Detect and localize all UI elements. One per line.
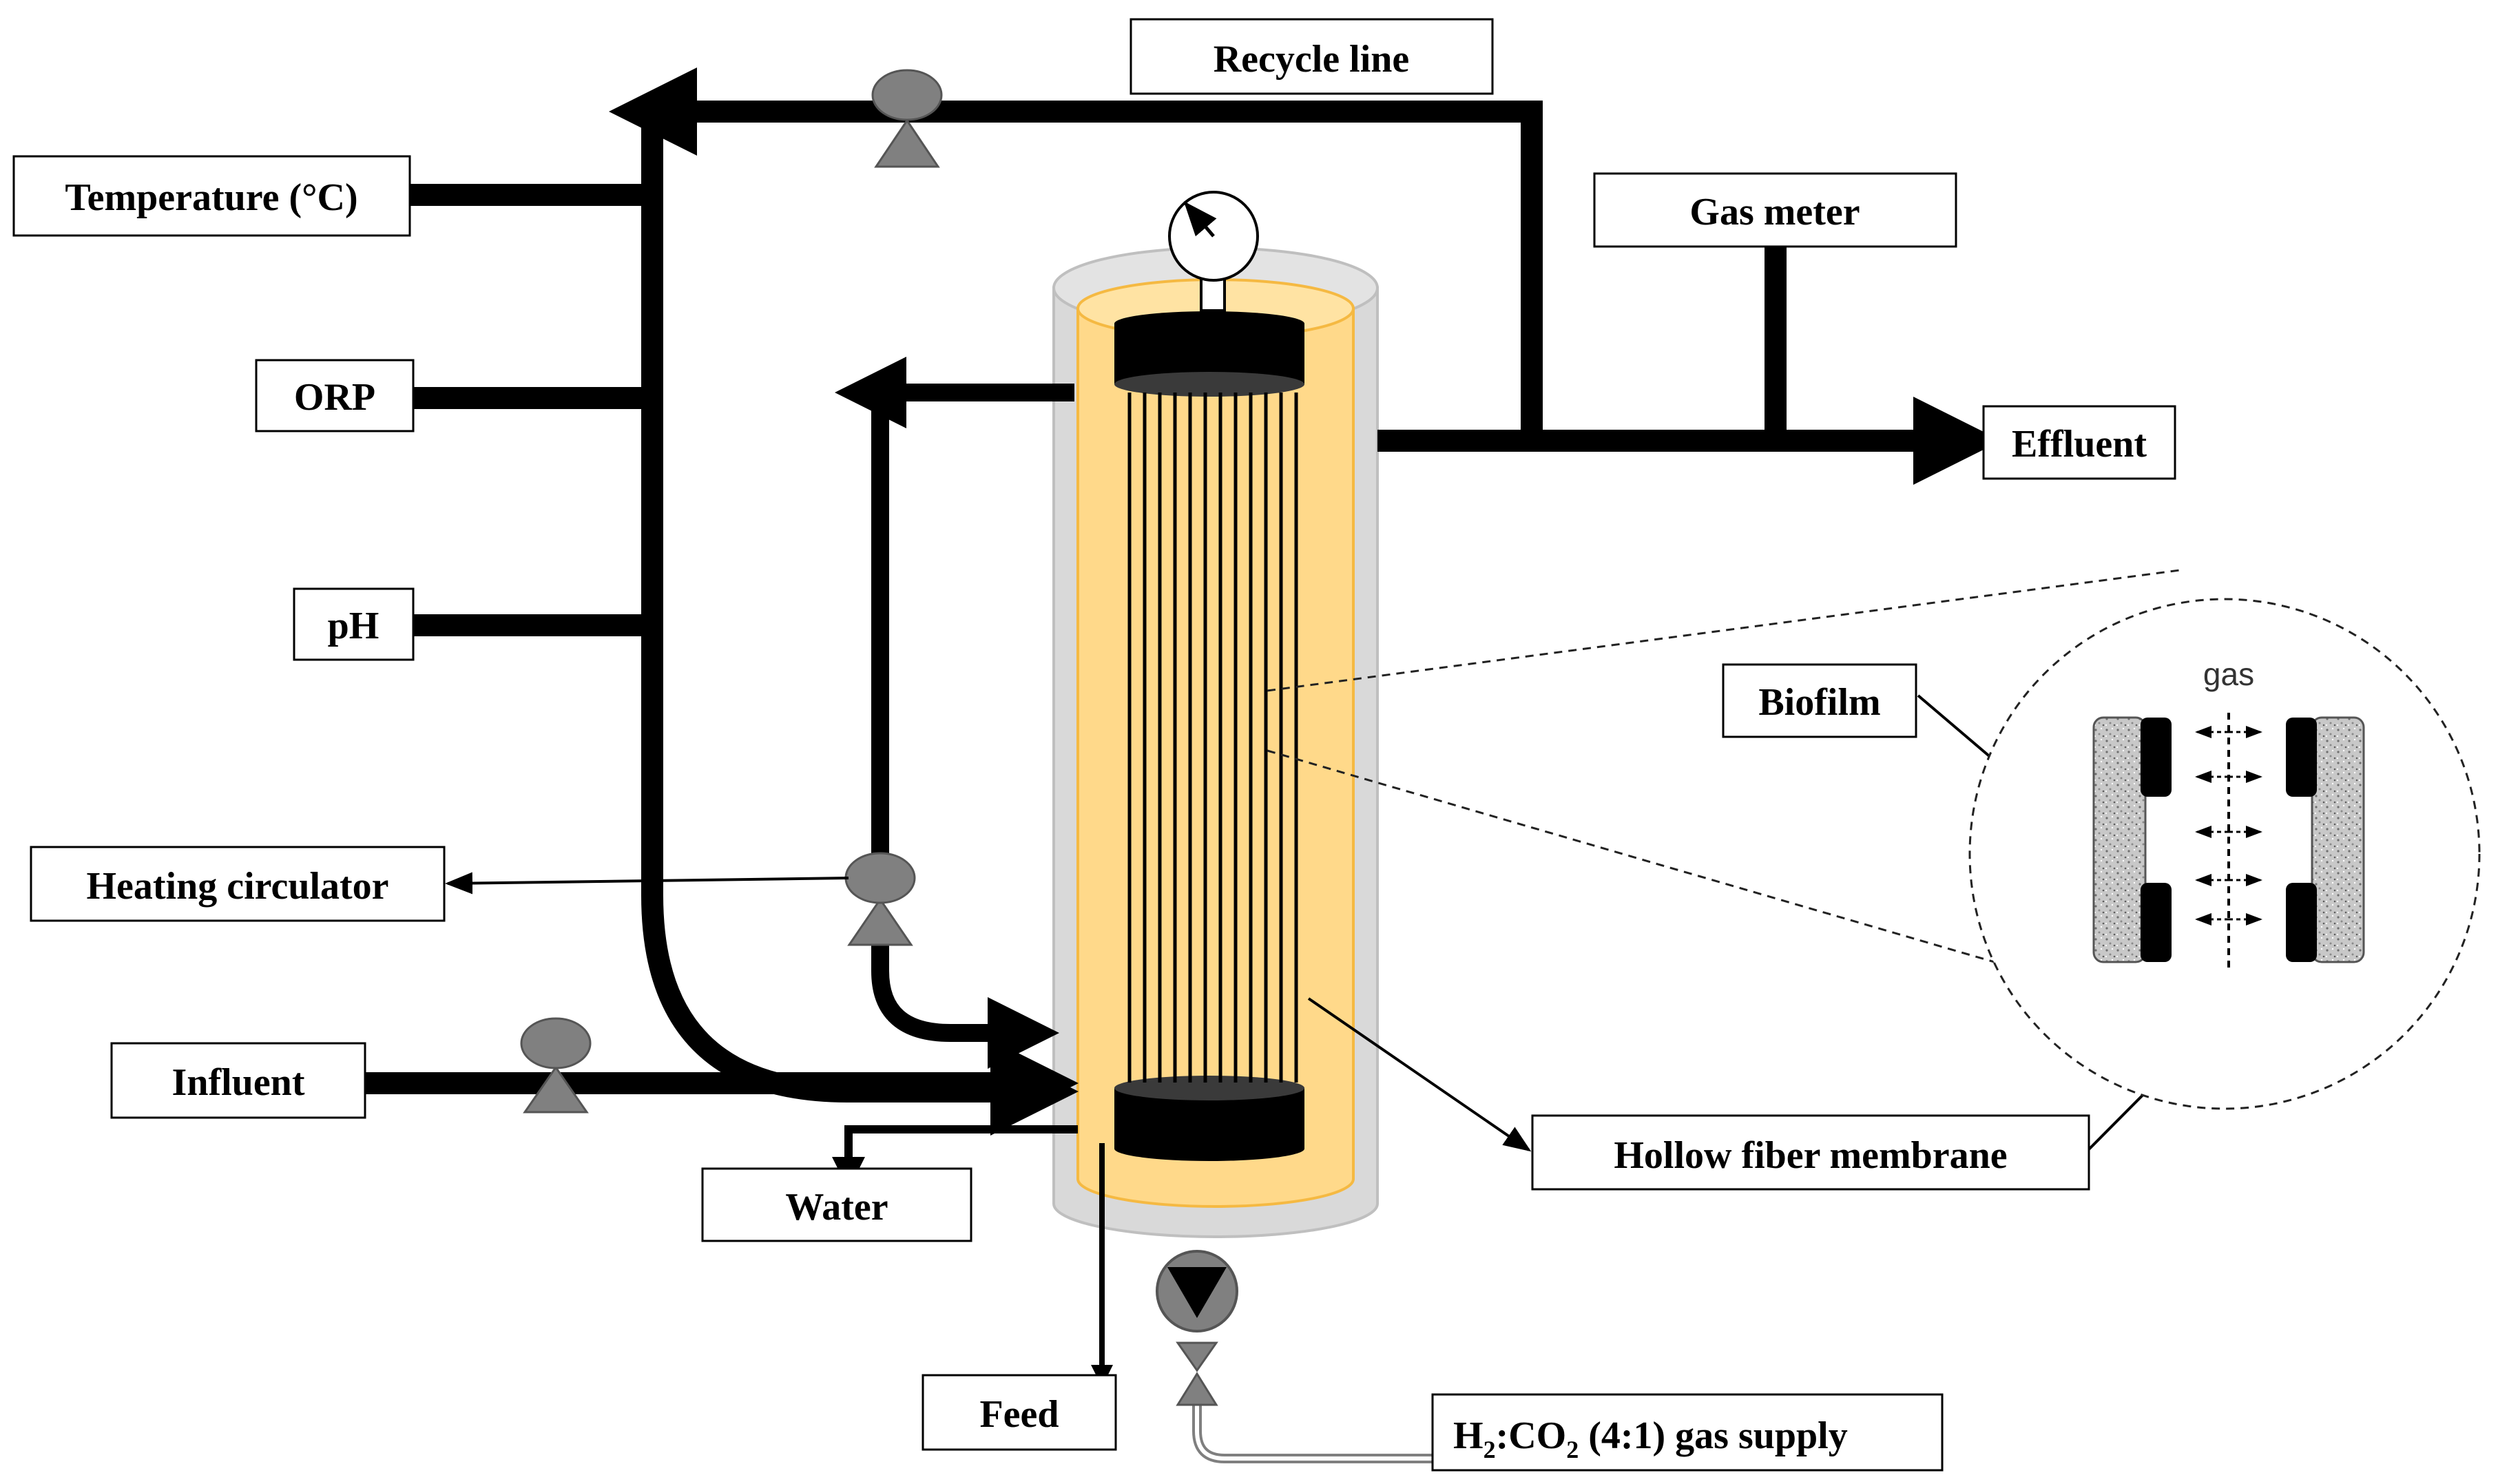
label-feed: Feed: [922, 1374, 1117, 1451]
svg-text:Water: Water: [785, 1186, 888, 1229]
membrane-top-header: [1114, 311, 1304, 397]
needle-valve-icon: [1176, 1341, 1218, 1406]
svg-text:Gas meter: Gas meter: [1689, 191, 1860, 233]
influent-pump-icon: [520, 1017, 592, 1114]
svg-text:Temperature (°C): Temperature (°C): [65, 176, 357, 219]
gas-supply-co: :CO: [1496, 1414, 1567, 1457]
pipe-network: [365, 67, 2001, 1387]
reactor: [1052, 191, 1379, 1238]
gas-supply-h-sub: 2: [1484, 1436, 1496, 1463]
membrane-zoom-inset: gas: [1968, 598, 2481, 1110]
right-biofilm-top: [2286, 718, 2317, 797]
pressure-gauge-icon: [1168, 191, 1259, 312]
right-membrane-wall: [2311, 716, 2365, 963]
label-influent: Influent: [110, 1042, 366, 1119]
label-biofilm: Biofilm: [1722, 663, 1917, 738]
gas-label: gas: [2203, 656, 2254, 692]
label-hollow-fiber-membrane: Hollow fiber membrane: [1531, 1114, 2090, 1191]
left-membrane-wall: [2092, 716, 2147, 963]
svg-text:H2:CO2 (4:1) gas supply: H2:CO2 (4:1) gas supply: [1453, 1414, 1848, 1463]
hollow-fibers: [1127, 393, 1298, 1083]
svg-text:Heating circulator: Heating circulator: [86, 865, 388, 908]
label-gas-meter: Gas meter: [1593, 172, 1957, 248]
label-gas-supply: H2:CO2 (4:1) gas supply: [1431, 1393, 1944, 1472]
heating-pump-icon: [844, 852, 916, 946]
svg-text:Effluent: Effluent: [2012, 423, 2147, 466]
left-biofilm-bottom: [2141, 883, 2172, 962]
inner-vessel: [1076, 307, 1355, 1208]
check-valve-icon: [1156, 1250, 1238, 1333]
left-biofilm-top: [2141, 718, 2172, 797]
gas-supply-line: [1192, 1405, 1433, 1463]
recycle-pump-icon: [871, 69, 943, 168]
svg-text:Hollow fiber membrane: Hollow fiber membrane: [1614, 1134, 2007, 1177]
label-temperature: Temperature (°C): [12, 155, 411, 237]
label-effluent: Effluent: [1982, 405, 2176, 480]
svg-text:Influent: Influent: [172, 1061, 305, 1104]
svg-text:pH: pH: [328, 605, 379, 647]
label-heating-circulator: Heating circulator: [30, 846, 446, 922]
svg-text:Feed: Feed: [979, 1393, 1059, 1436]
right-biofilm-bottom: [2286, 883, 2317, 962]
label-orp: ORP: [255, 359, 415, 432]
svg-text:Recycle line: Recycle line: [1214, 38, 1410, 81]
gas-supply-rest: (4:1) gas supply: [1579, 1414, 1848, 1457]
label-water: Water: [701, 1167, 972, 1242]
gas-supply-h: H: [1453, 1414, 1484, 1457]
gas-diffusion-arrows: [2195, 726, 2262, 926]
label-recycle-line: Recycle line: [1130, 18, 1494, 95]
gas-supply-co-sub: 2: [1566, 1436, 1579, 1463]
membrane-bottom-header: [1114, 1076, 1304, 1161]
label-ph: pH: [293, 587, 415, 661]
svg-text:Biofilm: Biofilm: [1758, 681, 1880, 724]
svg-text:ORP: ORP: [294, 376, 375, 419]
